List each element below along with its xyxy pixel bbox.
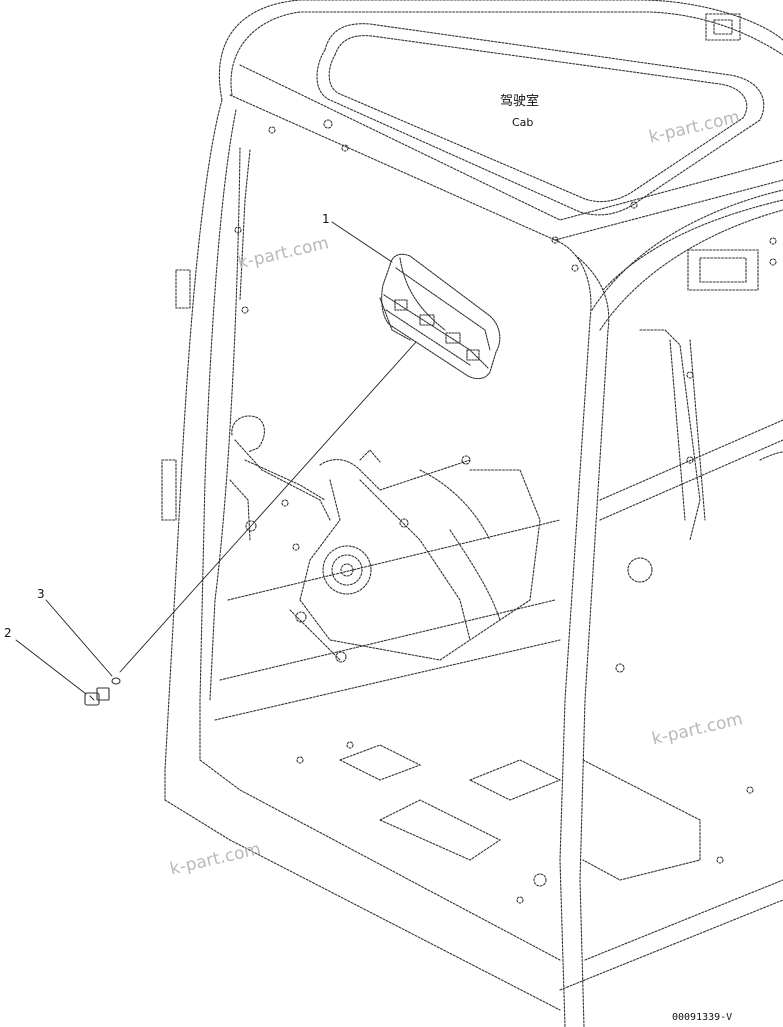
section-title-cn: 驾驶室 bbox=[500, 94, 540, 109]
leader-3 bbox=[45, 599, 113, 677]
floor bbox=[164, 519, 783, 1011]
leader-1 bbox=[331, 221, 393, 263]
leader-2 bbox=[15, 639, 87, 695]
left-pillar bbox=[161, 99, 251, 801]
bolt-part-2 bbox=[84, 687, 110, 706]
section-title-en: Cab bbox=[512, 116, 534, 129]
washer-part-3 bbox=[111, 677, 121, 685]
callout-2[interactable]: 2 bbox=[4, 626, 12, 640]
callout-3[interactable]: 3 bbox=[37, 587, 45, 601]
monitor-unit bbox=[379, 253, 501, 380]
control-console bbox=[229, 415, 541, 663]
assembly-line bbox=[119, 341, 417, 673]
callout-1[interactable]: 1 bbox=[322, 212, 330, 226]
right-wall bbox=[599, 329, 783, 673]
roof-window bbox=[316, 23, 765, 216]
leader-lines bbox=[15, 221, 417, 695]
roof-frame bbox=[218, 0, 783, 272]
front-pillar bbox=[554, 189, 783, 1027]
drawing-code: 00091339-V bbox=[672, 1012, 733, 1023]
